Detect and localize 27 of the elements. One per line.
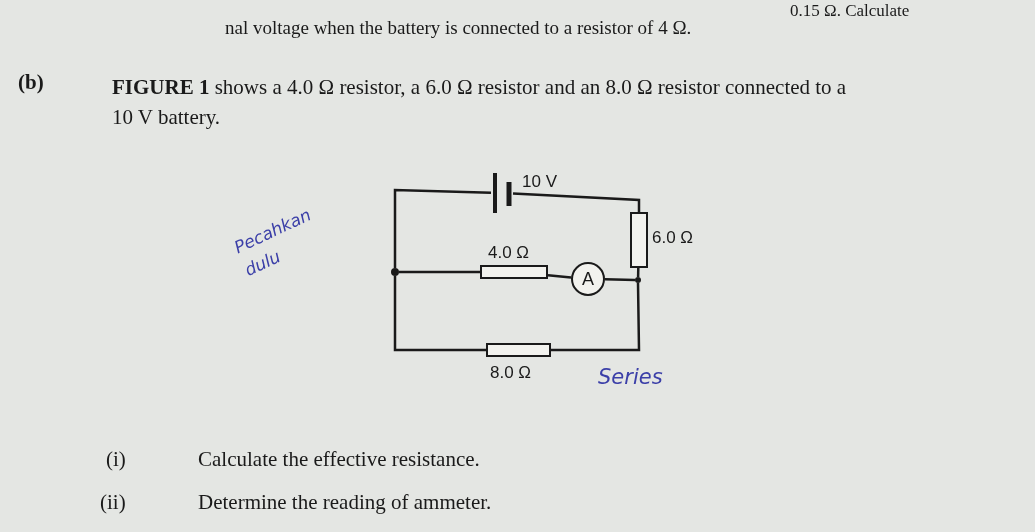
question-text: Determine the reading of ammeter. [198, 490, 492, 515]
circuit-wire [551, 283, 641, 352]
part-number: (ii) [100, 490, 126, 515]
resistor-symbol [480, 265, 548, 279]
circuit-wire [393, 188, 492, 268]
question-text: Calculate the effective resistance. [198, 447, 480, 472]
voltage-label: 10 V [522, 172, 557, 192]
part-number: (b) [18, 70, 44, 95]
question-text: 0.15 Ω. Calculate [790, 1, 910, 21]
circuit-wire [604, 278, 636, 282]
circuit-wire [393, 276, 486, 352]
question-text: nal voltage when the battery is connected to a resistor of 4 Ω. [225, 17, 692, 39]
circuit-wire [547, 273, 572, 279]
resistor-symbol [630, 212, 648, 268]
resistance-label: 8.0 Ω [490, 363, 532, 383]
resistance-label: 6.0 Ω [652, 228, 694, 248]
part-number: (i) [106, 447, 126, 472]
resistor-symbol [486, 343, 551, 357]
ammeter-symbol: A [571, 262, 605, 296]
junction-dot [635, 277, 641, 283]
question-text: FIGURE 1 shows a 4.0 Ω resistor, a 6.0 Ω resistor and an 8.0 Ω resistor connected to a 10 V battery. [112, 74, 848, 132]
circuit-wire [512, 192, 641, 212]
resistance-label: 4.0 Ω [488, 243, 530, 263]
circuit-wire [399, 270, 480, 274]
handwritten-note: Series [598, 365, 663, 389]
junction-dot [391, 268, 399, 276]
battery-symbol [491, 172, 513, 214]
